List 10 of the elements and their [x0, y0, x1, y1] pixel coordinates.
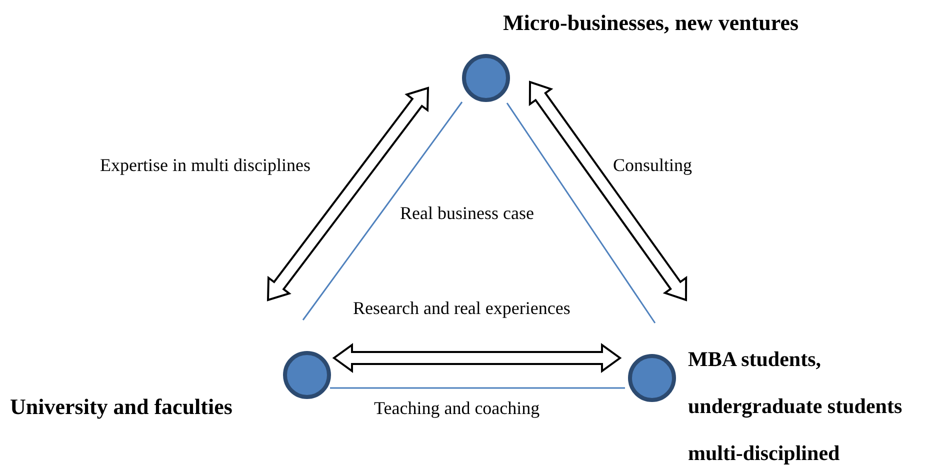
node-caption: MBA students, undergraduate students multi-disciplined: [688, 346, 904, 466]
double-block-arrow: [266, 86, 430, 302]
node-caption: University and faculties: [10, 393, 232, 421]
connector-line: [330, 387, 625, 389]
connector-line: [302, 102, 463, 320]
double-block-arrow: [528, 80, 688, 302]
node-caption: Micro-businesses, new ventures: [503, 9, 799, 37]
connector-line: [506, 102, 656, 324]
text-label: Real business case: [400, 202, 534, 225]
double-block-arrow: [332, 343, 622, 373]
